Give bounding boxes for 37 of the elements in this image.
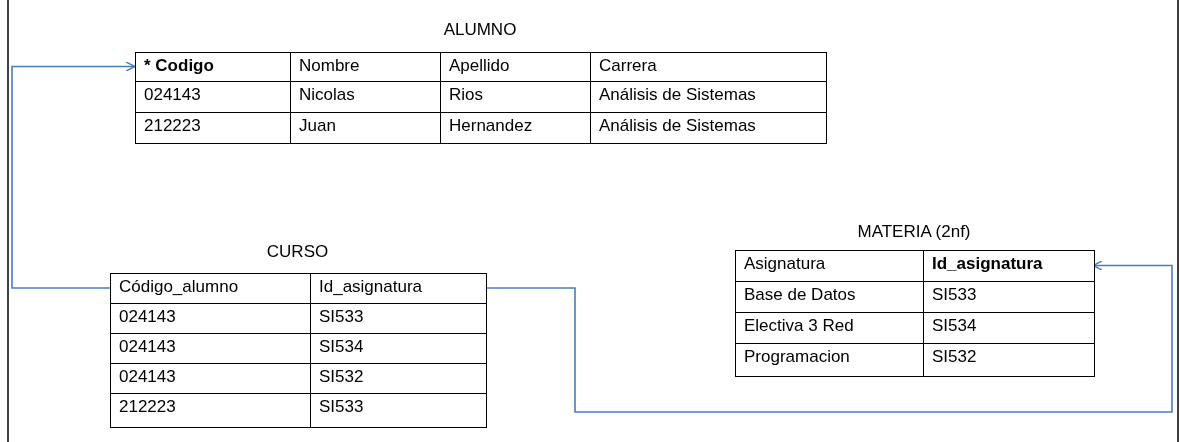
- table-cell: Análisis de Sistemas: [590, 112, 827, 144]
- table-title: CURSO: [266, 242, 329, 262]
- table: [735, 222, 1093, 375]
- arrow: [11, 61, 136, 289]
- table-cell: Análisis de Sistemas: [590, 81, 827, 114]
- header-cell: Carrera: [590, 52, 827, 83]
- table-cell: 024143: [110, 303, 312, 335]
- table-cell: 024143: [135, 81, 292, 114]
- table-cell: SI534: [923, 312, 1095, 345]
- table-cell: Rios: [440, 81, 592, 114]
- table-cell: SI532: [310, 363, 487, 395]
- header-cell: Asignatura: [735, 250, 925, 283]
- table: [135, 20, 825, 142]
- table-cell: Nicolas: [290, 81, 442, 114]
- table-cell: SI533: [310, 393, 487, 428]
- header-cell: Id_asignatura: [310, 273, 487, 305]
- table-cell: SI532: [923, 343, 1095, 377]
- header-cell: Nombre: [290, 52, 442, 83]
- table-cell: Base de Datos: [735, 281, 925, 314]
- header-cell: * Codigo: [135, 52, 292, 83]
- table-cell: Electiva 3 Red: [735, 312, 925, 345]
- table-title: ALUMNO: [443, 20, 517, 40]
- table-cell: Programacion: [735, 343, 925, 377]
- table: [110, 242, 485, 426]
- table-cell: 212223: [110, 393, 312, 428]
- table-cell: 024143: [110, 363, 312, 395]
- table-title: MATERIA (2nf): [857, 222, 971, 242]
- table-cell: Juan: [290, 112, 442, 144]
- header-cell: Apellido: [440, 52, 592, 83]
- table-cell: SI534: [310, 333, 487, 365]
- table-cell: Hernandez: [440, 112, 592, 144]
- header-cell: Código_alumno: [110, 273, 312, 305]
- table-cell: 212223: [135, 112, 292, 144]
- table-cell: 024143: [110, 333, 312, 365]
- table-cell: SI533: [310, 303, 487, 335]
- header-cell: Id_asignatura: [923, 250, 1095, 283]
- table-cell: SI533: [923, 281, 1095, 314]
